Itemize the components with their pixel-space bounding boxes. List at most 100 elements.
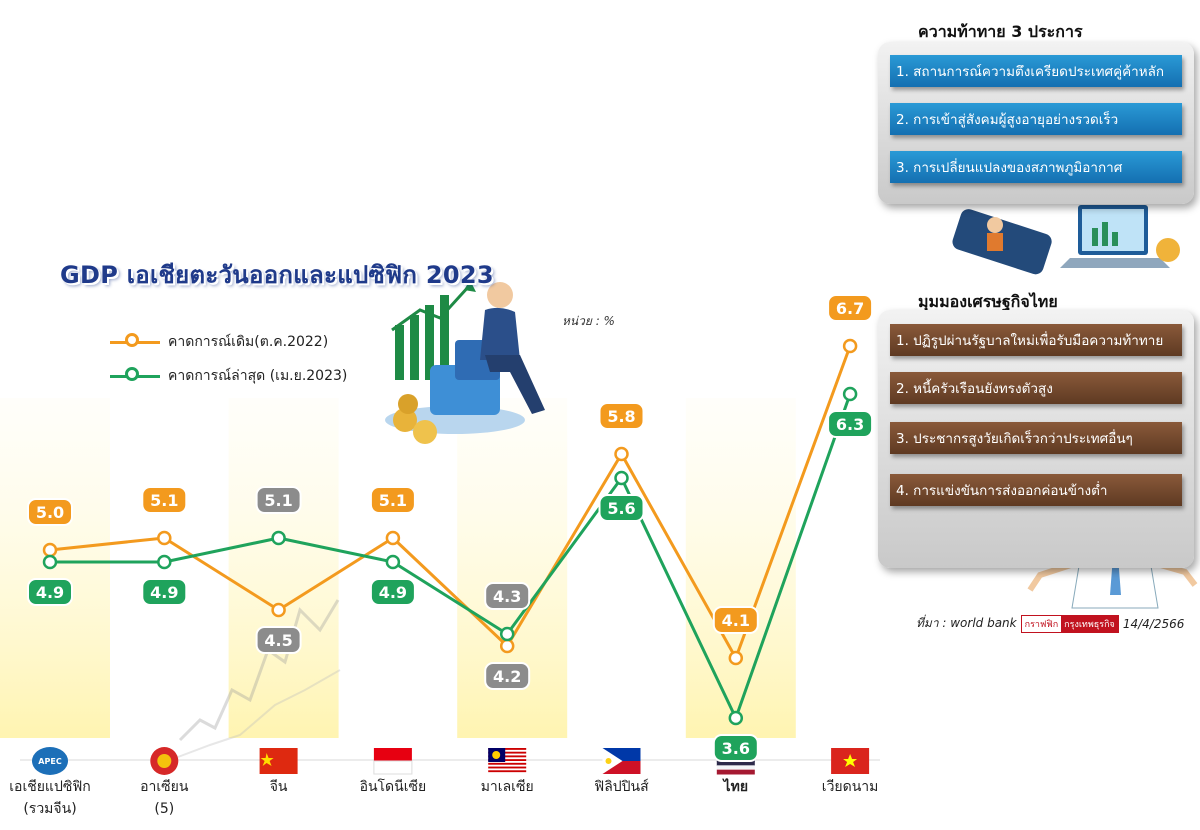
data-point — [385, 530, 401, 546]
china-flag-icon — [259, 748, 298, 774]
category-label-line: อินโดนีเซีย — [359, 779, 427, 795]
data-point — [271, 530, 286, 546]
data-point — [499, 626, 515, 642]
value-label: 6.7 — [836, 299, 864, 318]
data-point — [385, 554, 401, 570]
value-label-box — [598, 494, 645, 522]
value-label: 6.3 — [836, 415, 864, 434]
category-label-line: มาเลเซีย — [480, 779, 534, 795]
category-label: อินโดนีเซีย — [328, 776, 458, 798]
apec-logo-icon: APEC — [32, 747, 68, 775]
flag-moon — [492, 751, 501, 759]
column-band — [0, 398, 110, 738]
source-note: ที่มา : world bank กราฟฟิก กรุงเทพธุรกิจ… — [916, 614, 1184, 633]
value-label-box — [369, 578, 416, 606]
flag-star — [843, 754, 858, 767]
flag-sun — [605, 758, 612, 764]
value-label-box — [712, 734, 759, 762]
value-label-box — [484, 582, 531, 610]
value-label-box — [827, 294, 874, 322]
category-label: อาเซียน (5) — [99, 776, 229, 820]
data-point — [157, 530, 172, 546]
flag-star — [260, 753, 274, 766]
legend-item-new: คาดการณ์ล่าสุด (เม.ย.2023) — [110, 359, 347, 393]
value-label: 3.6 — [722, 739, 750, 758]
publisher-logo-icon: กราฟฟิก กรุงเทพธุรกิจ — [1020, 614, 1119, 633]
flag-stripe — [488, 751, 527, 754]
value-label-box — [141, 578, 188, 606]
legend-label-new: คาดการณ์ล่าสุด (เม.ย.2023) — [168, 368, 348, 384]
category-label-line: (รวมจีน) — [23, 801, 77, 817]
challenge-item: 2. การเข้าสู่สังคมผู้สูงอายุอย่างรวดเร็ว — [890, 103, 1182, 135]
value-label: 4.1 — [722, 611, 750, 630]
flag-triangle — [602, 748, 623, 774]
chart-title: GDP เอเชียตะวันออกและแปซิฟิก 2023 — [60, 261, 494, 289]
malaysia-flag-icon — [488, 748, 527, 773]
indonesia-flag-icon — [373, 748, 413, 775]
legend-swatch-new — [110, 366, 160, 386]
value-label: 5.1 — [379, 491, 407, 510]
flag-stripe — [488, 766, 527, 769]
data-point — [728, 650, 744, 666]
value-label: 4.9 — [36, 583, 64, 602]
flag-stripe — [716, 765, 755, 771]
laptop-illustration-icon — [952, 205, 1180, 275]
category-label-line: ไทย — [723, 779, 749, 795]
category-label: ไทย — [671, 776, 801, 798]
category-label-line: ฟิลิปปินส์ — [594, 779, 649, 795]
category-label: เวียดนาม — [785, 776, 915, 798]
series-line — [50, 393, 852, 720]
flag-stripe — [716, 769, 755, 775]
category-label-line: (5) — [154, 801, 175, 817]
flag-stripe — [488, 770, 527, 773]
vietnam-flag-icon — [831, 748, 870, 774]
flag-stripe — [488, 748, 527, 750]
outlook-item: 4. การแข่งขันการส่งออกค่อนข้างต่ำ — [890, 474, 1182, 506]
legend: คาดการณ์เดิม(ต.ค.2022) คาดการณ์ล่าสุด (เ… — [110, 325, 347, 393]
value-label: 4.9 — [379, 583, 407, 602]
value-label-box — [27, 578, 73, 606]
unit-label: หน่วย : % — [562, 314, 615, 328]
data-point — [728, 710, 744, 726]
value-label: 5.6 — [607, 499, 635, 518]
value-label: 5.1 — [264, 491, 292, 510]
asean-center — [157, 754, 172, 768]
value-label-box — [712, 606, 759, 634]
value-label-box — [255, 626, 302, 654]
source-date: 14/4/2566 — [1122, 616, 1185, 631]
data-point — [614, 470, 629, 486]
legend-item-old: คาดการณ์เดิม(ต.ค.2022) — [110, 325, 347, 359]
category-label: มาเลเซีย — [442, 776, 572, 798]
data-point — [842, 338, 858, 354]
value-label-box — [827, 410, 874, 438]
data-point — [42, 542, 58, 558]
outlook-item: 1. ปฏิรูปผ่านรัฐบาลใหม่เพื่อรับมือความท้… — [890, 324, 1182, 356]
column-band — [228, 398, 339, 738]
value-label-box — [255, 486, 302, 514]
category-label-line: เวียดนาม — [821, 779, 879, 795]
category-label-line: จีน — [269, 779, 288, 795]
value-label: 4.2 — [493, 667, 521, 686]
flag-top — [373, 748, 412, 761]
data-point — [499, 638, 515, 654]
outlook-heading: มุมมองเศรษฐกิจไทย — [918, 292, 1058, 311]
flag-bottom — [373, 760, 413, 775]
flag-stripe — [716, 761, 755, 766]
flag-stripe — [488, 759, 527, 761]
category-label-line: อาเซียน — [140, 779, 189, 795]
publisher-logo-left: กราฟฟิก — [1021, 615, 1062, 632]
value-label-box — [141, 486, 188, 514]
value-label: 4.9 — [150, 583, 178, 602]
data-point — [157, 554, 172, 570]
outlook-item: 3. ประชากรสูงวัยเกิดเร็วกว่าประเทศอื่นๆ — [890, 422, 1182, 454]
data-point — [42, 554, 58, 570]
legend-label-old: คาดการณ์เดิม(ต.ค.2022) — [168, 334, 329, 350]
flag-stripe — [488, 762, 527, 765]
apec-text: APEC — [38, 757, 62, 766]
publisher-logo-right: กรุงเทพธุรกิจ — [1061, 615, 1118, 632]
source-prefix: ที่มา : world bank — [916, 616, 1017, 630]
value-label: 4.5 — [264, 631, 292, 650]
challenge-item: 3. การเปลี่ยนแปลงของสภาพภูมิอากาศ — [890, 151, 1182, 183]
